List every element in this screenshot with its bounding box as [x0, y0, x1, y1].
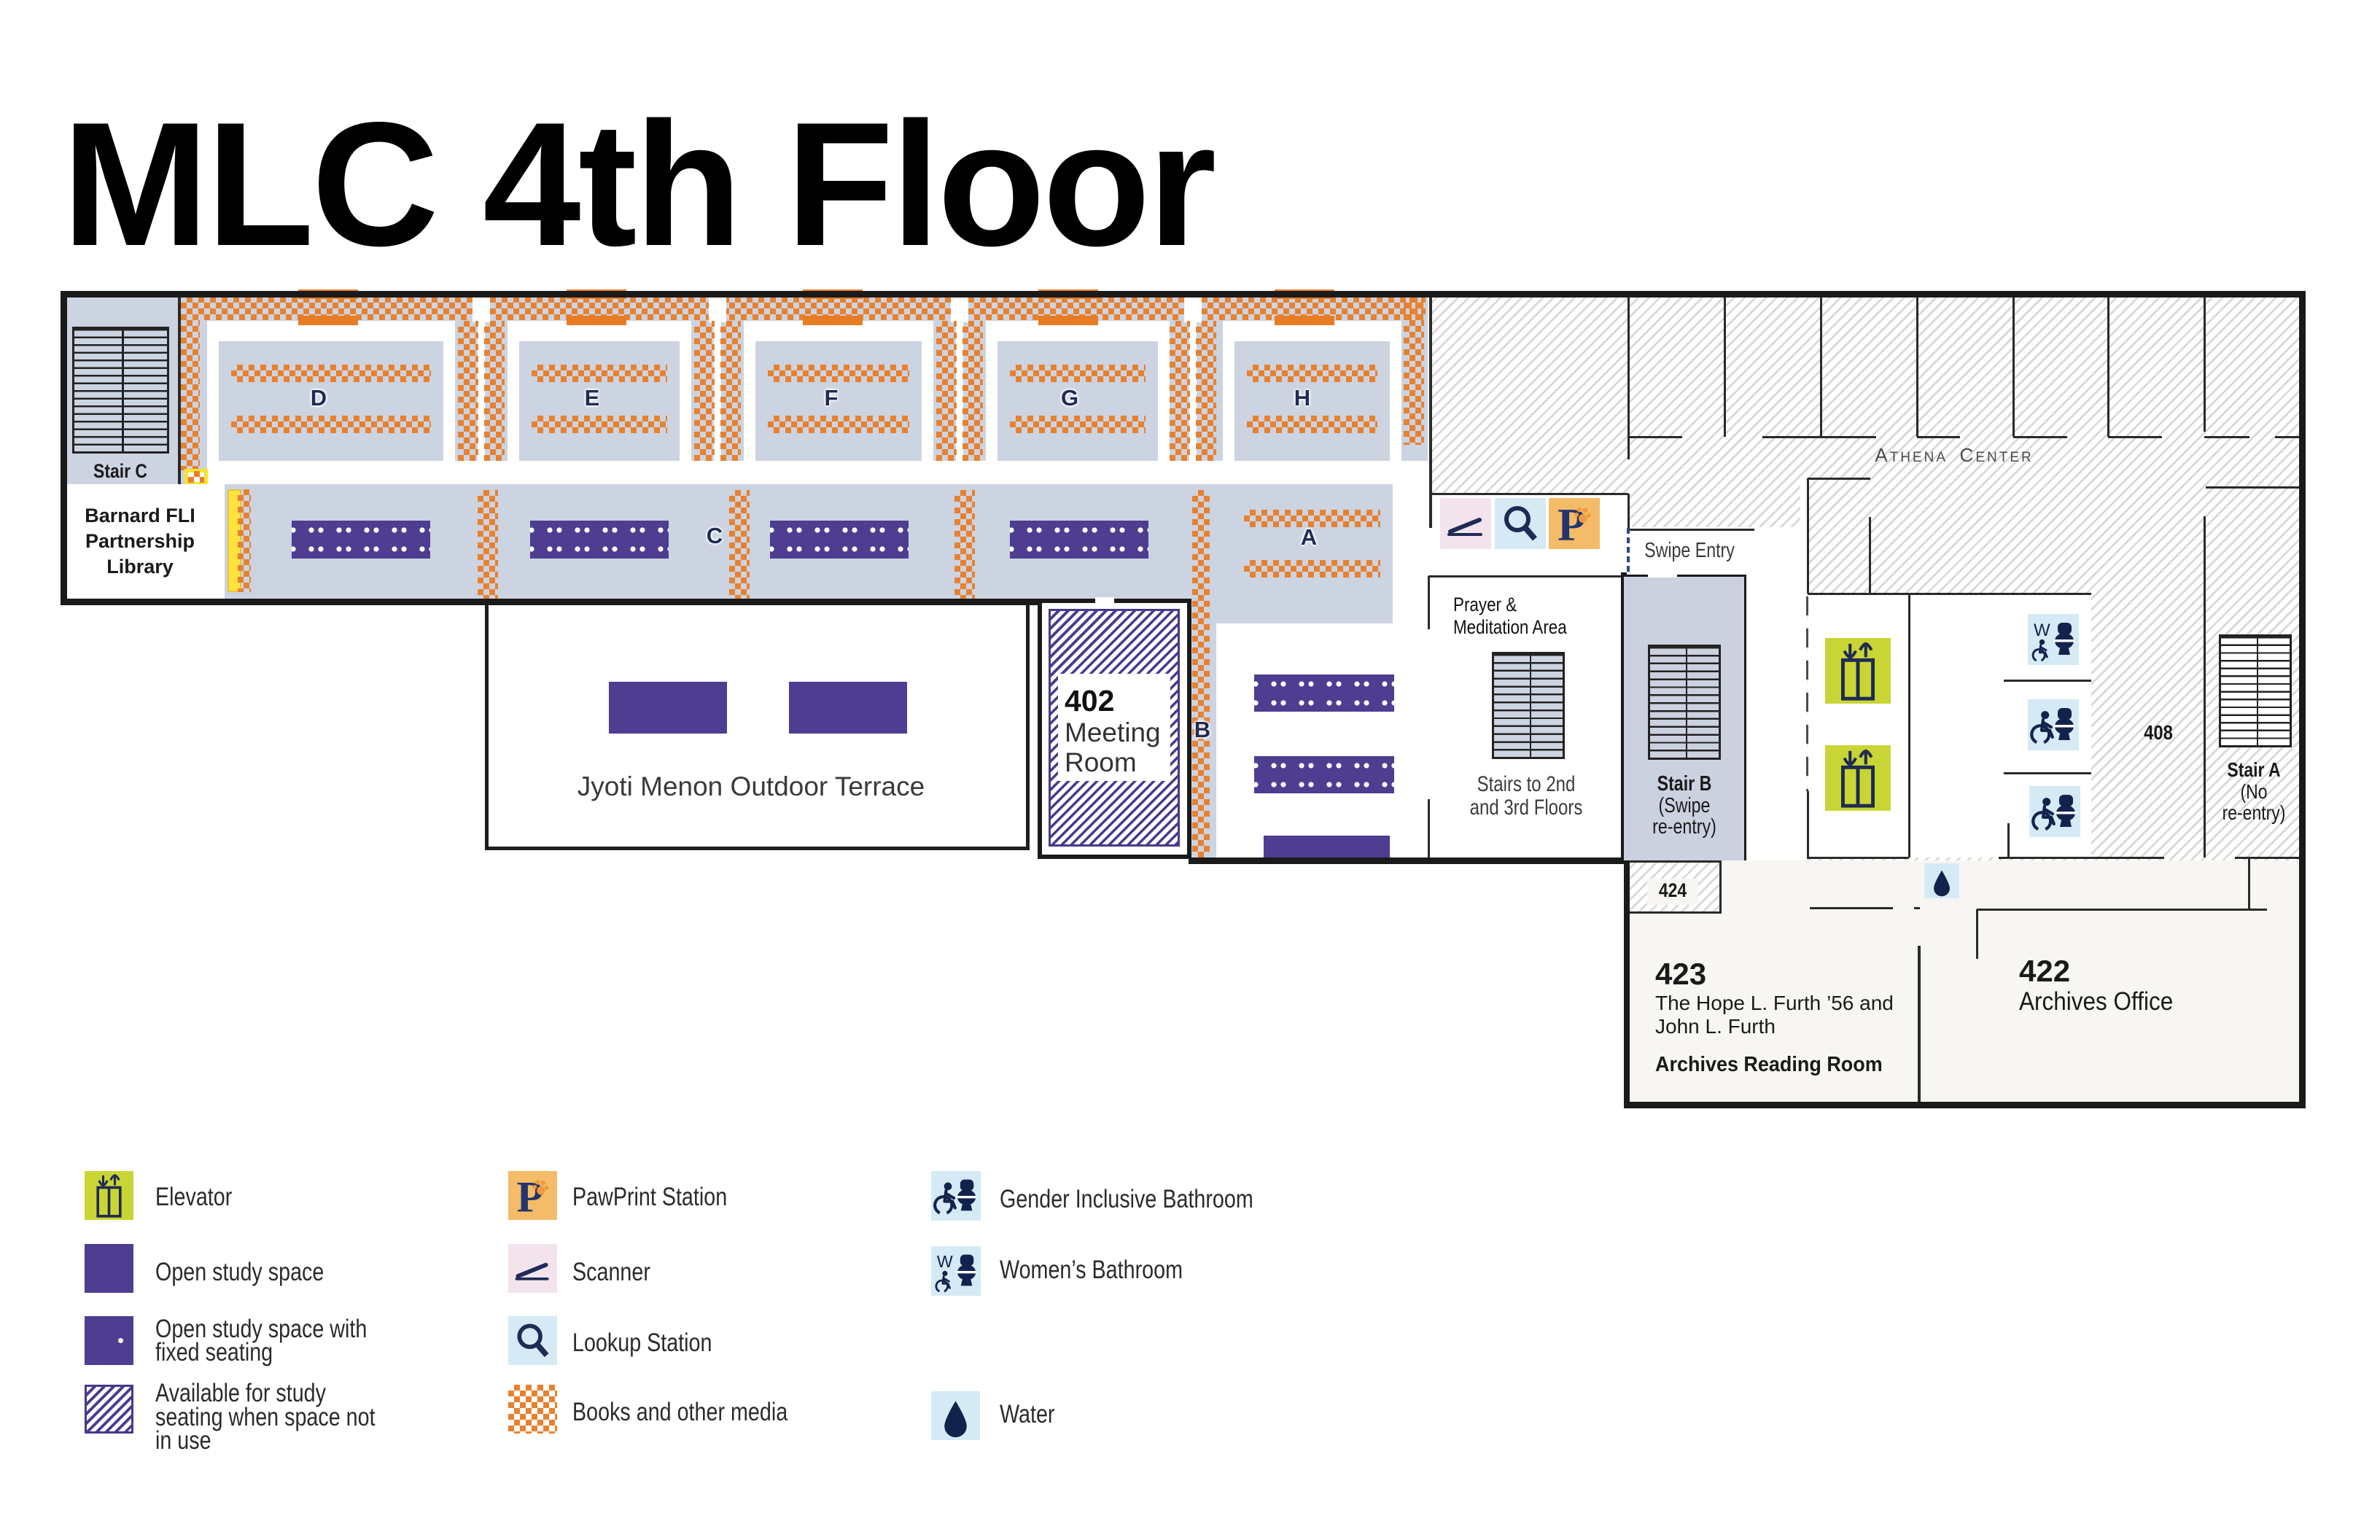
svg-text:W: W: [2034, 621, 2050, 640]
svg-text:P: P: [516, 1173, 543, 1220]
svg-text:W: W: [937, 1252, 953, 1271]
